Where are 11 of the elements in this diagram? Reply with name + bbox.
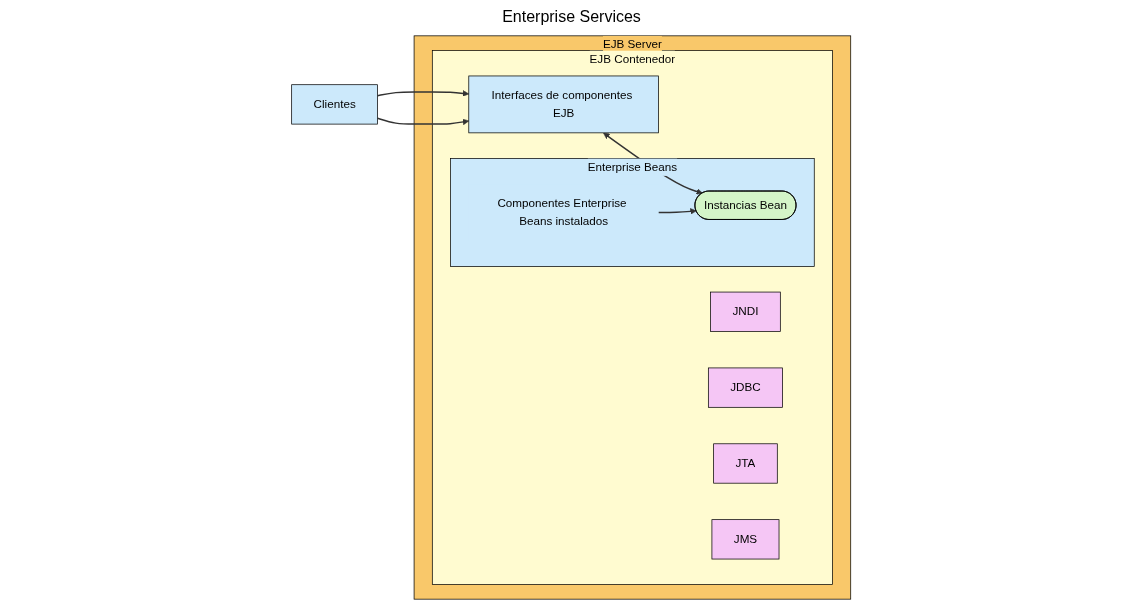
node-box: Interfaces de componentes EJB [468, 75, 660, 134]
services-heading: Enterprise Services [502, 8, 641, 25]
arrow [658, 208, 697, 215]
node-box: JTA [713, 443, 778, 484]
node-box: JNDI [710, 291, 781, 332]
node-box: JDBC [708, 367, 784, 408]
arrow [377, 117, 470, 126]
node-text: Componentes Enterprise Beans instalados [497, 197, 627, 228]
arrow [377, 90, 470, 97]
node-box: Clientes [291, 84, 379, 125]
node-box: JMS [711, 519, 780, 560]
